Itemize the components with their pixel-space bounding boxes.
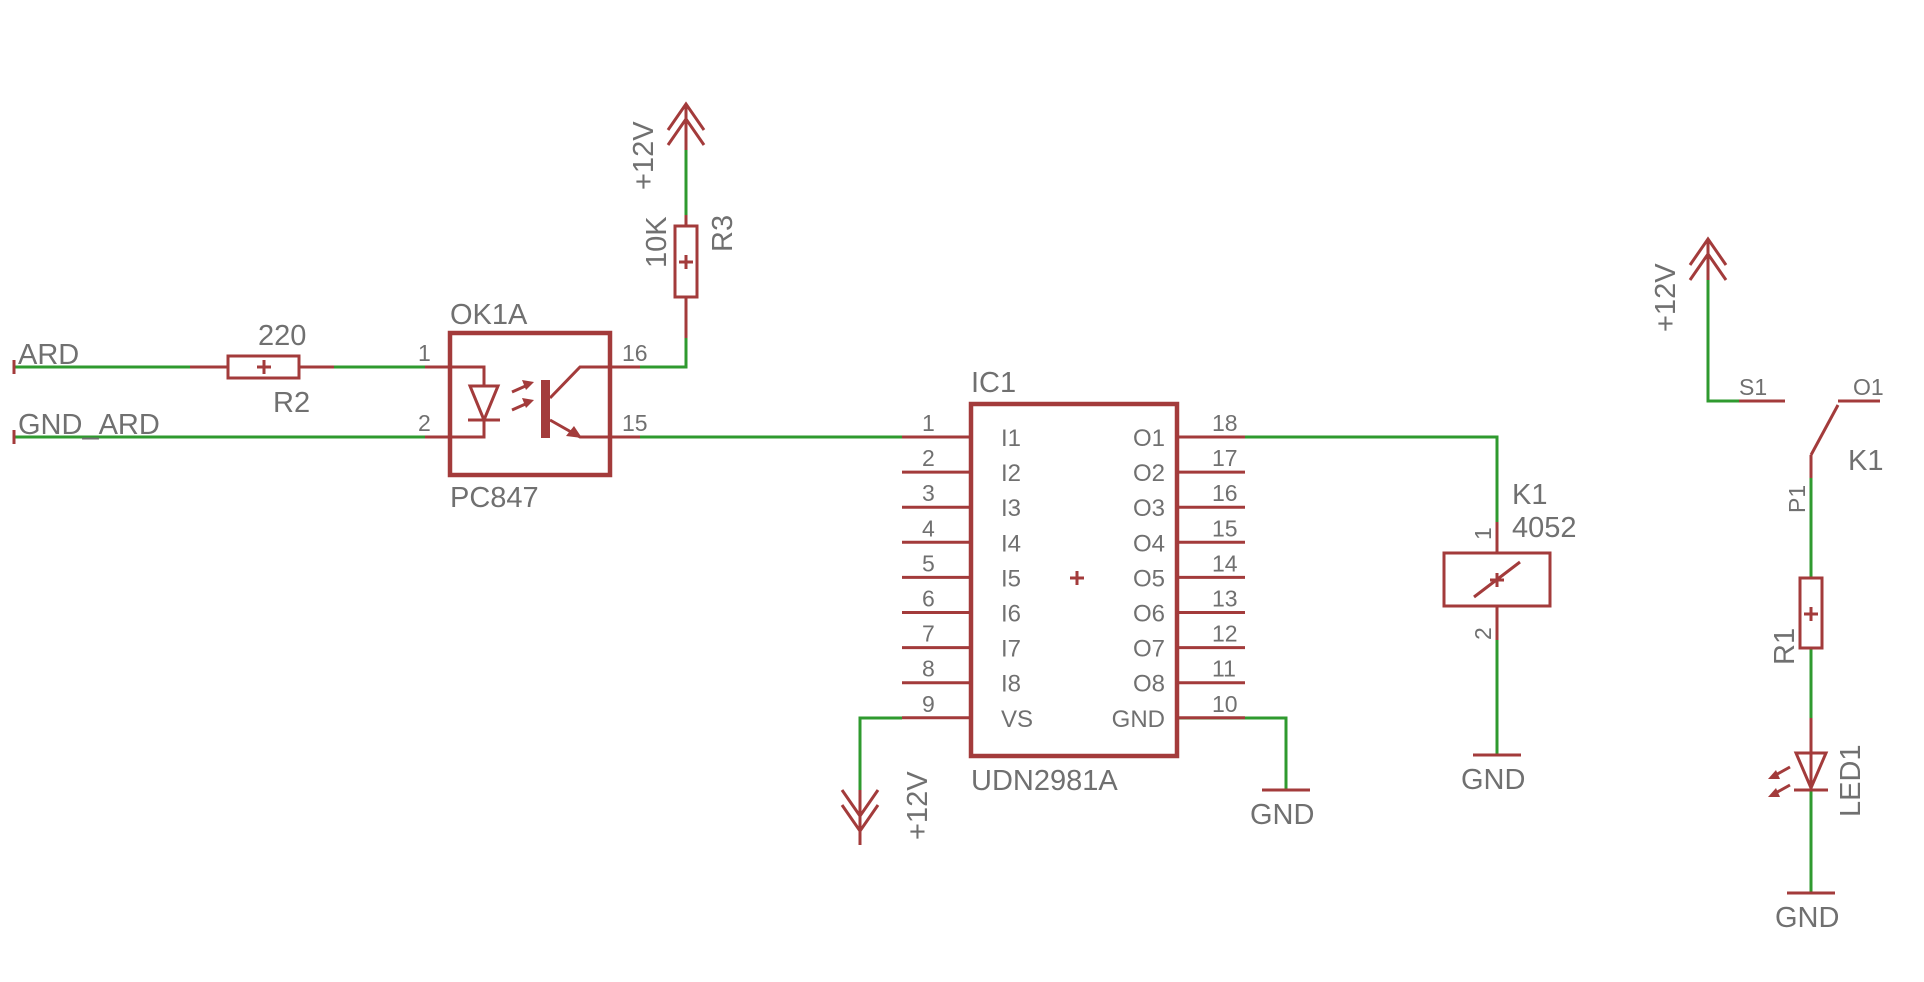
pin-name: P1 bbox=[1784, 485, 1810, 513]
pin-number: 16 bbox=[1212, 480, 1238, 506]
resistor-r2-name: R2 bbox=[273, 387, 310, 419]
pin-number: 5 bbox=[922, 550, 935, 576]
optocoupler-ok1a-name: OK1A bbox=[450, 299, 528, 331]
pin-name: GND bbox=[1112, 706, 1165, 733]
pin-number: 7 bbox=[922, 621, 935, 647]
optocoupler-ok1a-value: PC847 bbox=[450, 482, 539, 514]
pin-number: 10 bbox=[1212, 691, 1238, 717]
pin-name: O4 bbox=[1133, 530, 1165, 557]
pin-name: O2 bbox=[1133, 460, 1165, 487]
pin-name: S1 bbox=[1739, 374, 1767, 400]
gnd-label: GND bbox=[1250, 799, 1314, 831]
pin-name: O6 bbox=[1133, 601, 1165, 628]
pin-number: 2 bbox=[922, 445, 935, 471]
pin-number: 4 bbox=[922, 515, 935, 541]
wires bbox=[14, 150, 1813, 893]
optocoupler-ok1a-body bbox=[447, 330, 613, 478]
resistor-r2-value: 220 bbox=[258, 320, 306, 352]
pin-name: O7 bbox=[1133, 636, 1165, 663]
pin-number: 1 bbox=[418, 340, 431, 366]
gnd-ic1: GND bbox=[1250, 788, 1314, 831]
ic-ic1-name: IC1 bbox=[971, 367, 1016, 399]
relay-k1-coil-body bbox=[1442, 551, 1552, 608]
pin-number: 1 bbox=[922, 410, 935, 436]
relay-k1-switch-name: K1 bbox=[1848, 445, 1883, 477]
pin-number: 15 bbox=[1212, 515, 1238, 541]
relay-k1-name: K1 bbox=[1512, 479, 1547, 511]
ic-ic1-value: UDN2981A bbox=[971, 765, 1118, 797]
pin-name: O8 bbox=[1133, 671, 1165, 698]
wire-12v-s1 bbox=[1706, 280, 1739, 403]
resistor-r1-body bbox=[1798, 576, 1824, 650]
pin-name: I7 bbox=[1001, 636, 1021, 663]
pin-name: I3 bbox=[1001, 495, 1021, 522]
pin-number: 11 bbox=[1212, 656, 1236, 682]
pin-name: I5 bbox=[1001, 565, 1021, 592]
supply-12v-label: +12V bbox=[902, 771, 934, 840]
pin-number: 14 bbox=[1212, 550, 1238, 576]
supply-12v-r3: +12V bbox=[628, 101, 706, 190]
pin-number: 9 bbox=[922, 691, 935, 717]
net-label-ard: ARD bbox=[18, 339, 79, 371]
gnd-led1: GND bbox=[1775, 891, 1839, 934]
wire-ok1-16-r3 bbox=[640, 338, 688, 369]
gnd-k1: GND bbox=[1461, 753, 1525, 796]
pin-number: 6 bbox=[922, 586, 935, 612]
pin-number: 18 bbox=[1212, 410, 1238, 436]
wire-ic1-gnd bbox=[1176, 716, 1288, 790]
ic-ic1[interactable]: IC1 UDN2981A 1I1 2I2 3I3 4I4 5I5 6I6 7I7 8I8 9VS… bbox=[902, 367, 1245, 797]
supply-12v-label: +12V bbox=[628, 121, 660, 190]
gnd-label: GND bbox=[1461, 764, 1525, 796]
pin-name: O1 bbox=[1853, 374, 1884, 400]
supply-12v-label: +12V bbox=[1650, 263, 1682, 332]
pin-number: 3 bbox=[922, 480, 935, 506]
pin-name: O3 bbox=[1133, 495, 1165, 522]
pin-name: I8 bbox=[1001, 671, 1021, 698]
pin-number: 17 bbox=[1212, 445, 1238, 471]
pin-name: I1 bbox=[1001, 425, 1021, 452]
led-led1-name: LED1 bbox=[1835, 744, 1867, 817]
relay-k1-coil[interactable]: K1 4052 1 2 bbox=[1442, 479, 1577, 640]
resistor-r2[interactable]: 220 R2 bbox=[190, 320, 334, 419]
pin-number: 2 bbox=[418, 410, 431, 436]
resistor-r3-body bbox=[673, 224, 699, 299]
gnd-label: GND bbox=[1775, 902, 1839, 934]
led-led1[interactable]: LED1 bbox=[1768, 718, 1867, 817]
resistor-r3-value: 10K bbox=[641, 216, 673, 268]
pin-number: 8 bbox=[922, 656, 935, 682]
relay-k1-value: 4052 bbox=[1512, 512, 1577, 544]
wire-ic1-vs-12v bbox=[858, 716, 902, 790]
pin-name: O5 bbox=[1133, 565, 1165, 592]
pin-name: VS bbox=[1001, 706, 1033, 733]
pin-number: 2 bbox=[1470, 627, 1496, 640]
pin-name: O1 bbox=[1133, 425, 1165, 452]
resistor-r2-body bbox=[226, 354, 301, 380]
pin-number: 12 bbox=[1212, 621, 1238, 647]
net-labels: ARD GND_ARD bbox=[12, 339, 160, 444]
supply-12v-ic1: +12V bbox=[840, 771, 934, 845]
net-label-gnd-ard: GND_ARD bbox=[18, 409, 160, 441]
pin-number: 13 bbox=[1212, 586, 1238, 612]
pin-number: 16 bbox=[622, 340, 648, 366]
pin-name: I6 bbox=[1001, 601, 1021, 628]
resistor-r3[interactable]: 10K R3 bbox=[641, 215, 739, 338]
resistor-r3-name: R3 bbox=[707, 215, 739, 252]
supply-12v-k1: +12V bbox=[1650, 236, 1728, 332]
pin-number: 1 bbox=[1470, 527, 1496, 540]
pin-name: I2 bbox=[1001, 460, 1021, 487]
relay-k1-switch[interactable]: S1 O1 K1 P1 bbox=[1739, 374, 1884, 513]
resistor-r1-name: R1 bbox=[1769, 628, 1801, 665]
resistor-r1[interactable]: R1 bbox=[1769, 576, 1824, 665]
optocoupler-ok1a[interactable]: OK1A PC847 1 2 16 15 bbox=[418, 299, 648, 514]
pin-name: I4 bbox=[1001, 530, 1021, 557]
ic-left-pins: 1I1 2I2 3I3 4I4 5I5 6I6 7I7 8I8 9VS bbox=[902, 410, 1033, 733]
wire-ic1-o1-k1 bbox=[1176, 435, 1499, 522]
ic-ic1-body bbox=[968, 401, 1180, 759]
pin-number: 15 bbox=[622, 410, 648, 436]
